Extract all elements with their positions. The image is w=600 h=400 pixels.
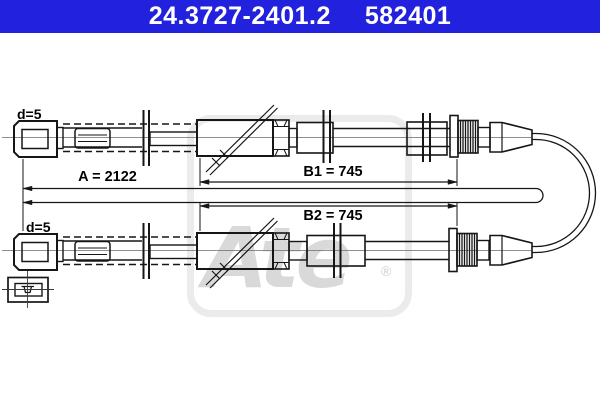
top-cable-drawing: [2, 104, 533, 176]
dimension-b2-label: B2 = 745: [303, 208, 363, 224]
reference-number-label: 582401: [364, 2, 452, 30]
dimension-b1-label: B1 = 745: [303, 164, 363, 180]
rod-diameter-label-top: d=5: [17, 106, 42, 122]
watermark-frame: [187, 115, 412, 317]
cable-loop: [532, 132, 597, 254]
part-number-label: 24.3727-2401.2: [148, 2, 331, 30]
registered-trademark-icon: ®: [381, 263, 392, 279]
end-view-symbol: [2, 271, 54, 308]
watermark-logo-text: Ate: [203, 209, 353, 307]
dimension-a-label: A = 2122: [78, 169, 137, 185]
dimension-lines: [22, 158, 544, 231]
header-banner: 24.3727-2401.2 582401: [0, 0, 600, 33]
rod-diameter-label-bottom: d=5: [26, 219, 51, 235]
bottom-cable-drawing: [2, 217, 533, 289]
